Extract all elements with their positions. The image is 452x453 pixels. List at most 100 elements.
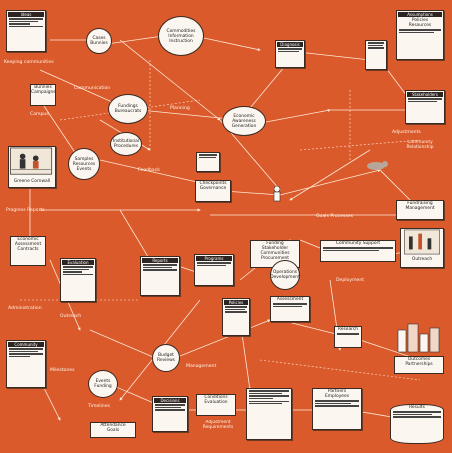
line2: Partnerships [405, 362, 433, 367]
text-line [393, 411, 441, 413]
text-line [9, 18, 43, 20]
node-assumptions-panel: Assumptions Policies Resources [396, 10, 444, 60]
node-title: Decisions [154, 398, 186, 403]
node-title: Programs [196, 256, 232, 261]
line1: Adjustment [205, 420, 231, 425]
node-community-doc: Community [6, 340, 46, 388]
line1: Commodities [166, 28, 196, 34]
line2: Development [270, 275, 300, 280]
text-line [155, 404, 185, 406]
buildings-icon [397, 323, 440, 353]
line1: Results [409, 405, 425, 410]
text-line [278, 50, 299, 53]
line3: Generation [231, 123, 257, 129]
line2: Reviews [157, 358, 175, 363]
label-keeping: Keeping communities [4, 60, 54, 65]
node-title: Stakeholders [407, 92, 443, 97]
line2: Management [405, 206, 435, 211]
text-line [408, 98, 442, 100]
text-line [368, 44, 383, 47]
text-line [337, 333, 359, 335]
line3: Instruction [169, 38, 193, 44]
line2: Bureaucrats [114, 109, 142, 114]
line3: Procurement [260, 256, 290, 261]
text-line [399, 29, 441, 31]
line2: Bunnies [90, 41, 108, 46]
line2: Goals [106, 428, 120, 433]
label-goals-processes: Goals Processes [316, 214, 353, 219]
line1: Community [407, 140, 433, 145]
line1: Partners [327, 389, 347, 394]
node-outcomes-box: Outcomes Partnerships [394, 356, 444, 374]
line2: Relationship [406, 145, 434, 150]
line2: Policies [411, 18, 429, 23]
line1: Economic [17, 237, 39, 242]
node-photo-frame: Greene Cornwall [8, 146, 56, 188]
node-title: Policies [224, 300, 248, 305]
workers-illustration-icon [404, 229, 440, 255]
text-line [368, 47, 384, 49]
text-line [63, 273, 93, 276]
person-icon [273, 185, 281, 202]
text-line [63, 268, 89, 271]
line2: Procedures [113, 144, 139, 149]
text-line [143, 264, 177, 266]
text-line [9, 23, 30, 25]
node-bunnies-note: Bunnies Campaigns [30, 84, 56, 106]
text-line [199, 156, 216, 159]
line1: Events [95, 379, 111, 384]
text-line [143, 266, 172, 269]
text-line [399, 31, 434, 34]
node-title: Reports [142, 258, 178, 263]
text-line [155, 406, 181, 409]
text-line [249, 403, 282, 405]
line2: Assessment [14, 242, 42, 247]
line1: Fundraising [407, 201, 433, 206]
text-line [225, 306, 247, 308]
line1: Attendance [100, 423, 126, 428]
label-outreach: Outreach [60, 314, 82, 319]
text-line [63, 271, 82, 273]
node-title: Community [8, 342, 44, 347]
line1: Outcomes [407, 357, 431, 362]
label-management: Management [186, 364, 217, 369]
text-line [9, 355, 30, 358]
line1: Funding [266, 241, 284, 246]
text-line [143, 269, 177, 271]
line1: Community Support [335, 241, 381, 246]
node-programs-doc: Programs [194, 254, 234, 286]
label-campus: Campus [30, 112, 49, 117]
text-line [249, 390, 289, 392]
node-community-relationship: Community Relationship [395, 140, 445, 154]
line1: Bunnies [34, 85, 52, 90]
node-policies-doc: Policies [222, 298, 250, 336]
line1: Assessment [276, 297, 304, 302]
node-evaluation-doc: Evaluation [60, 258, 96, 302]
node-partners-doc: Partners Employees [312, 388, 362, 430]
line2: Resources [72, 161, 96, 167]
line1: Operations [272, 270, 298, 275]
text-line [225, 311, 247, 313]
node-research-note: Research [334, 326, 362, 348]
label-adjustments: Adjustments [392, 130, 421, 135]
text-line [249, 397, 274, 400]
caption: Outreach [411, 257, 433, 262]
text-line [273, 303, 307, 305]
line1: Budget [158, 353, 174, 358]
line1: Cases [92, 36, 106, 41]
animal-icon [367, 161, 388, 170]
text-line [278, 48, 302, 50]
text-line [393, 416, 441, 418]
